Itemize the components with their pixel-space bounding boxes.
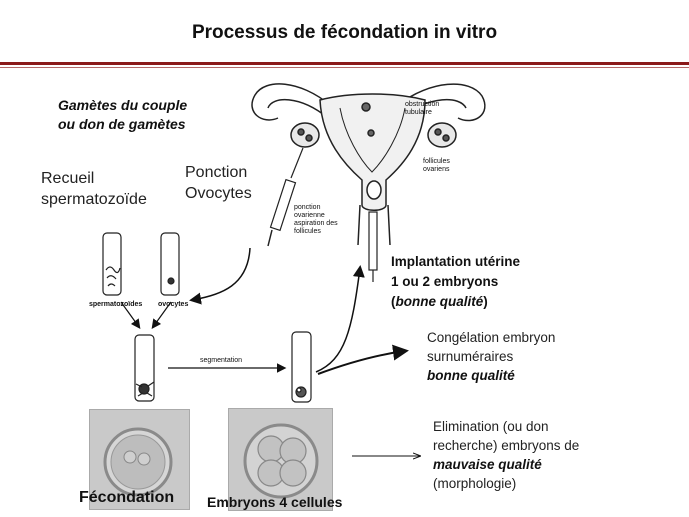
ponction-syringe xyxy=(267,147,304,247)
elimination-text: Elimination (ou don recherche) embryons … xyxy=(433,419,580,491)
arrow-to-congelation xyxy=(317,344,409,375)
fecondation-photo xyxy=(89,409,190,510)
ponction-text: Ponction Ovocytes xyxy=(185,164,252,202)
embryo-4cell-image xyxy=(243,423,319,499)
arrow-to-implantation xyxy=(315,265,365,373)
arrow-sperm-to-tube xyxy=(120,301,141,329)
zygote-image xyxy=(103,427,173,497)
page-title: Processus de fécondation in vitro xyxy=(191,22,498,43)
uterus-drawing xyxy=(251,83,486,282)
implantation-text: Implantation utérine 1 ou 2 embryons (bo… xyxy=(391,254,521,309)
ovocytes-label: ovocytes xyxy=(158,301,189,308)
tube-segmentation xyxy=(291,331,312,403)
obstruction-label: obstruction tubulaire xyxy=(405,101,440,116)
follicules-label: follicules ovariens xyxy=(423,158,450,173)
embryons-caption: Embryons 4 cellules xyxy=(207,494,343,510)
spermatozoides-label: spermatozoïdes xyxy=(89,301,143,308)
tube-spermatozoides xyxy=(102,232,122,296)
arrow-ponction-to-tube xyxy=(189,247,251,305)
arrow-ovocyte-to-tube xyxy=(151,301,172,329)
embryons-photo xyxy=(228,408,333,511)
title-rule-thin xyxy=(0,67,689,68)
ponction-ovarienne-label: ponction ovarienne aspiration des follic… xyxy=(294,204,338,235)
segmentation-label: segmentation xyxy=(200,357,243,364)
congelation-text: Congélation embryon surnuméraires bonne … xyxy=(427,330,556,383)
tube-fecondation xyxy=(134,334,155,402)
gametes-text: Gamètes du couple ou don de gamètes xyxy=(58,97,188,132)
title-rule xyxy=(0,62,689,65)
recueil-text: Recueil spermatozoïde xyxy=(41,170,147,208)
tube-ovocytes xyxy=(160,232,180,296)
fecondation-caption: Fécondation xyxy=(79,489,175,506)
